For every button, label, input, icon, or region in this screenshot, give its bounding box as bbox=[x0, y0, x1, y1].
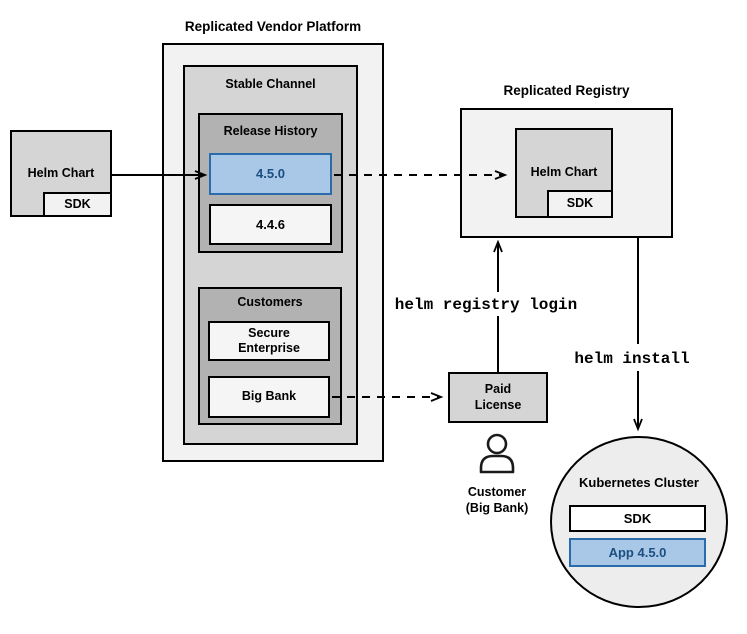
registry-sdk-box: SDK bbox=[547, 190, 613, 218]
helm-registry-login-command: helm registry login bbox=[394, 296, 578, 314]
stable-channel-title: Stable Channel bbox=[225, 77, 316, 91]
cluster-app-box: App 4.5.0 bbox=[569, 538, 706, 567]
customer-secure-enterprise-label: Secure Enterprise bbox=[238, 325, 300, 355]
release-history-title: Release History bbox=[223, 124, 318, 138]
customer-big-bank-label: Big Bank bbox=[241, 389, 297, 404]
customers-title: Customers bbox=[237, 295, 303, 309]
paid-license-box: Paid License bbox=[448, 372, 548, 423]
registry-title: Replicated Registry bbox=[503, 83, 630, 98]
person-icon bbox=[479, 433, 515, 474]
release-4-5-0: 4.5.0 bbox=[209, 153, 332, 195]
registry-helm-chart-label: Helm Chart bbox=[530, 165, 598, 180]
customer-secure-enterprise: Secure Enterprise bbox=[208, 321, 330, 361]
customer-actor-label: Customer (Big Bank) bbox=[437, 484, 557, 516]
cluster-sdk-box: SDK bbox=[569, 505, 706, 532]
source-helm-chart-label: Helm Chart bbox=[27, 165, 95, 180]
customer-big-bank: Big Bank bbox=[208, 376, 330, 418]
vendor-platform-title: Replicated Vendor Platform bbox=[184, 19, 362, 34]
customer-actor-name: Customer bbox=[467, 485, 527, 499]
release-4-4-6: 4.4.6 bbox=[209, 204, 332, 245]
kubernetes-cluster-title: Kubernetes Cluster bbox=[579, 475, 699, 490]
paid-license-label: Paid License bbox=[474, 382, 522, 412]
helm-install-command: helm install bbox=[574, 350, 690, 368]
customer-actor-org: (Big Bank) bbox=[465, 501, 529, 515]
source-sdk-box: SDK bbox=[43, 192, 112, 217]
